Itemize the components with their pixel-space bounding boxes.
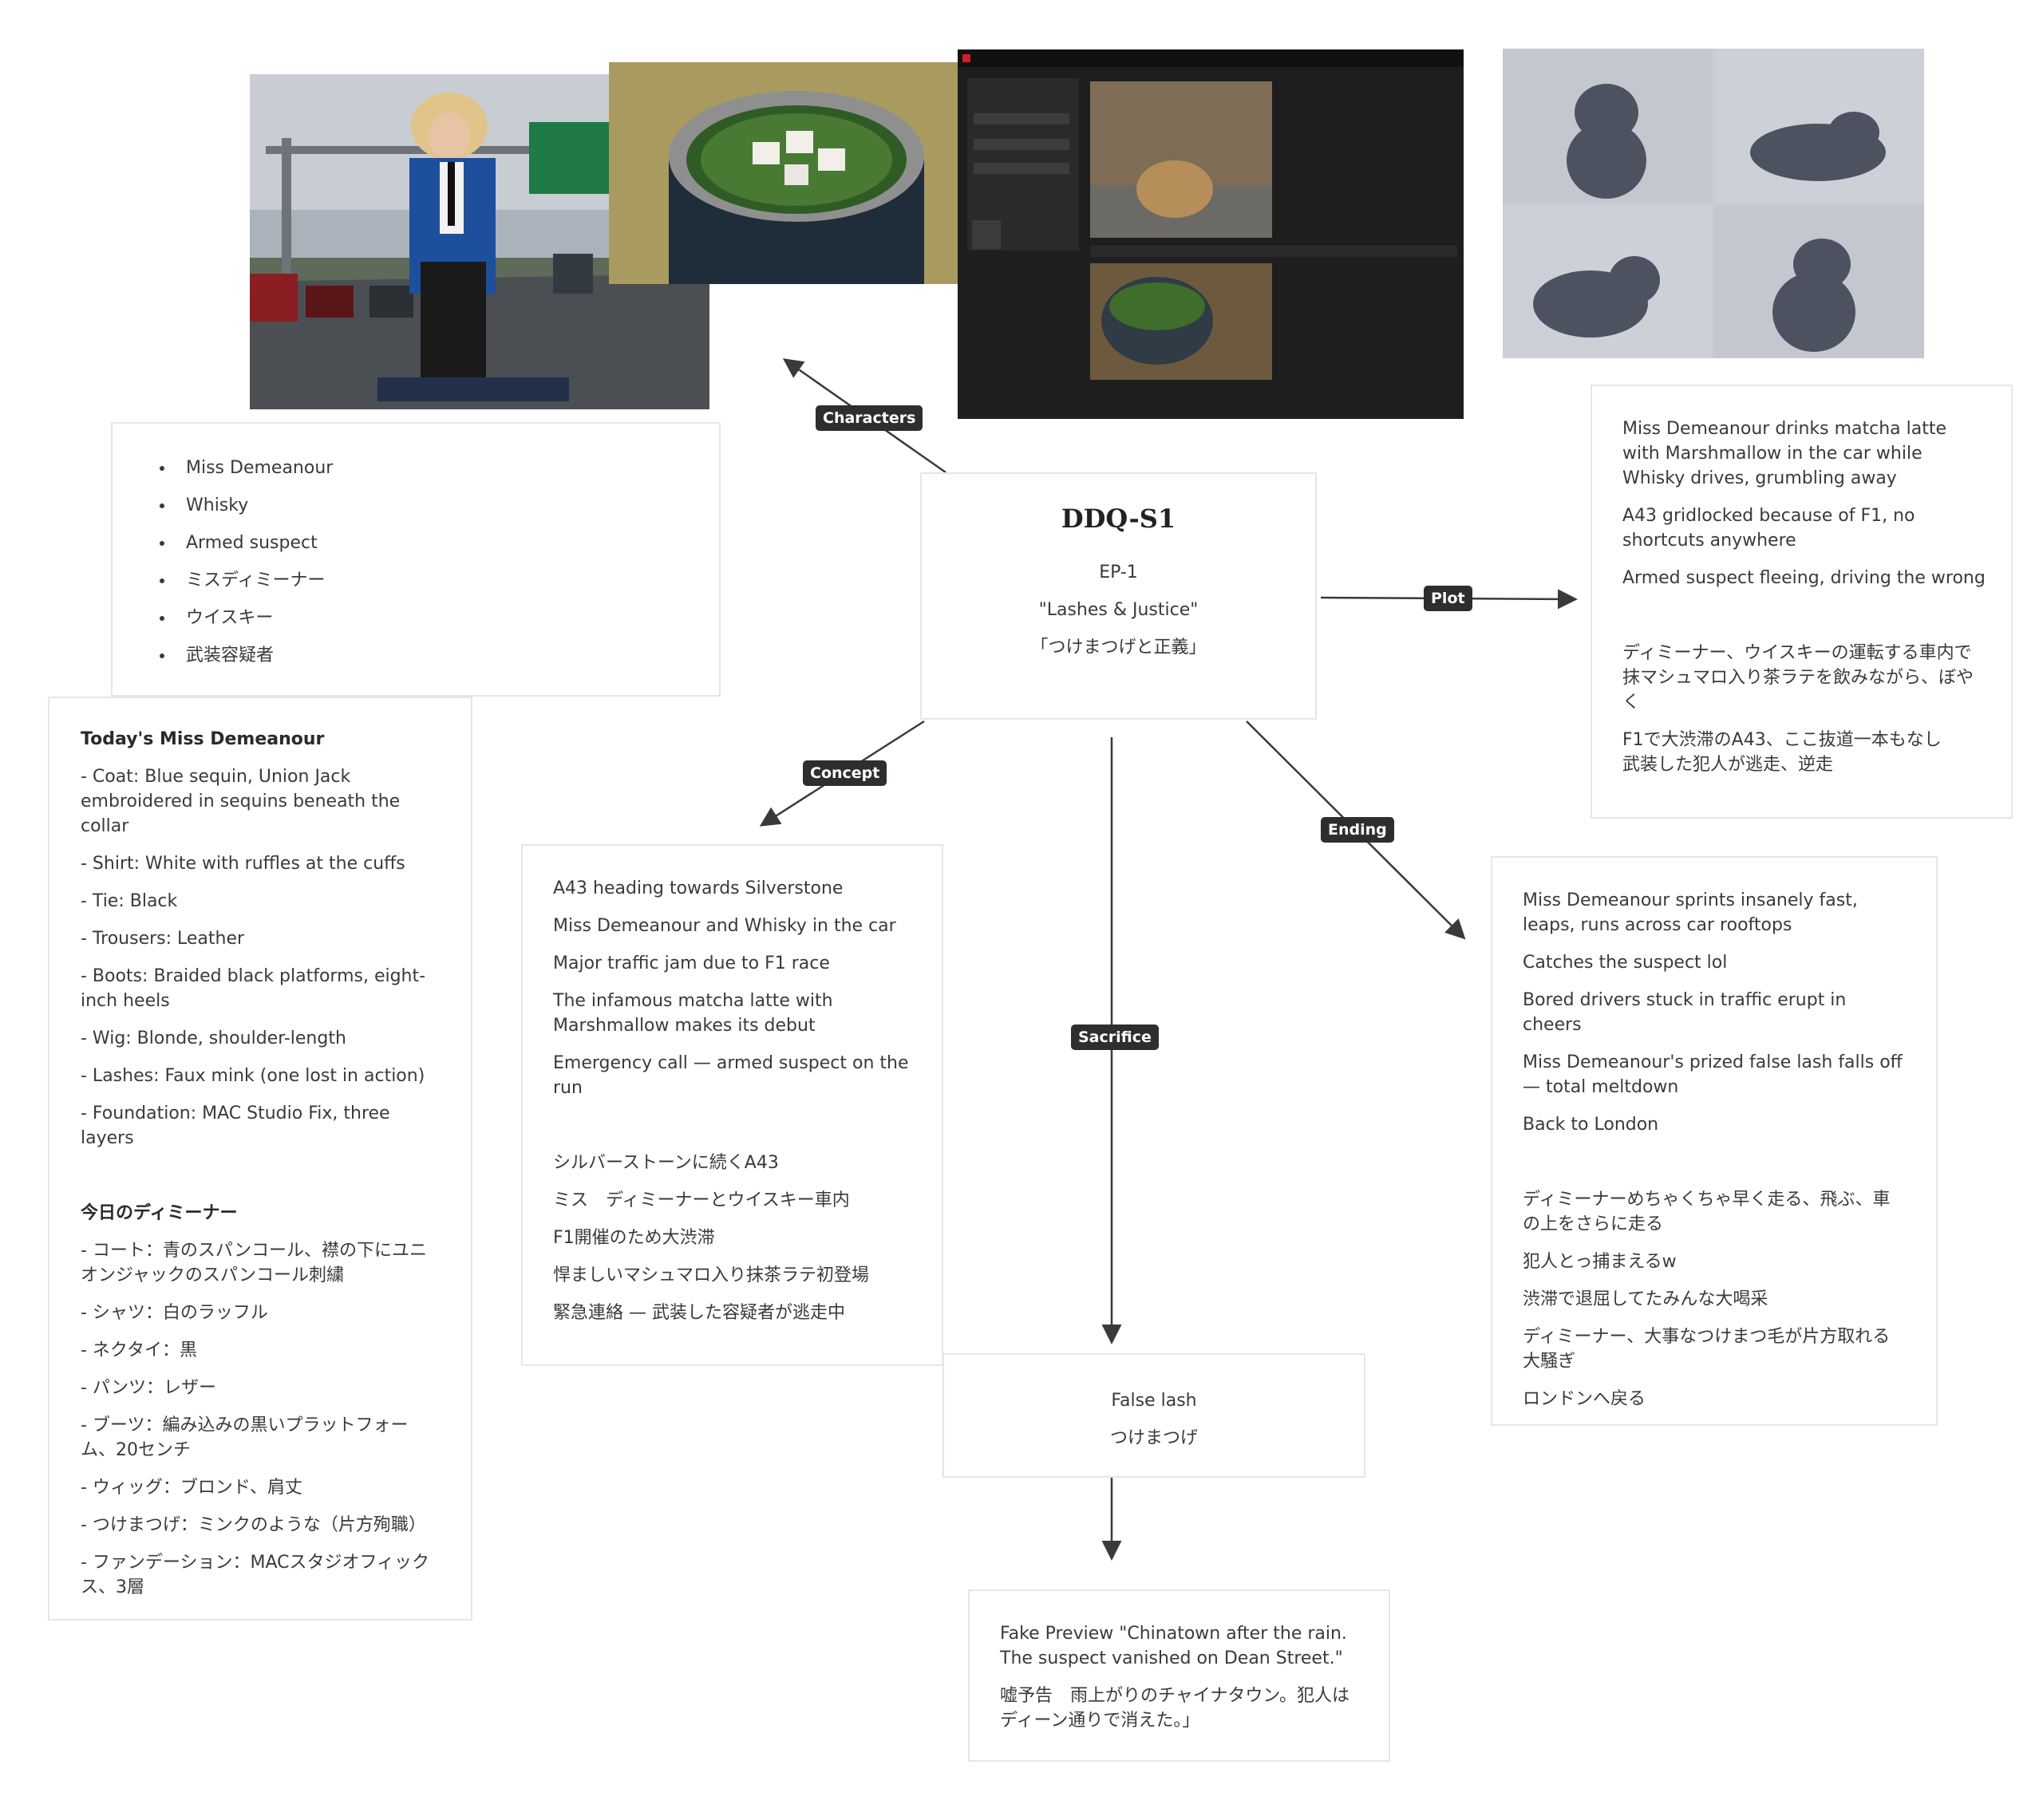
plot-line: Miss Demeanour drinks matcha latte with … (1622, 419, 1947, 488)
outfit-line: - Boots: Braided black platforms, eight-… (81, 966, 426, 1011)
sacrifice-node[interactable]: False lash つけまつげ (942, 1353, 1365, 1478)
plot-line: A43 gridlocked because of F1, no shortcu… (1622, 506, 1915, 551)
ending-line: Back to London (1523, 1115, 1659, 1135)
ending-line: Catches the suspect lol (1523, 953, 1728, 973)
cats-photo[interactable] (1503, 49, 1924, 358)
episode-label: EP-1 (1099, 563, 1138, 582)
concept-line: Major traffic jam due to F1 race (553, 953, 830, 973)
preview-line-jp: 嘘予告 雨上がりのチャイナタウン。犯人はディーン通りで消えた。」 (1000, 1686, 1350, 1731)
list-item: Armed suspect (175, 524, 719, 562)
outfit-line: - パンツ：レザー (81, 1378, 217, 1398)
outfit-line: - ファンデーション：MACスタジオフィックス、3層 (81, 1553, 430, 1597)
concept-line: 悍ましいマシュマロ入り抹茶ラテ初登場 (553, 1265, 870, 1285)
sacrifice-line-jp: つけまつげ (1109, 1428, 1198, 1448)
concept-node[interactable]: A43 heading towards Silverstone Miss Dem… (521, 844, 943, 1366)
grey-cats-image (1503, 49, 1924, 358)
edge-label-characters[interactable]: Characters (816, 405, 923, 431)
outfit-line: - Trousers: Leather (81, 929, 245, 949)
image-generator-app-image (958, 49, 1464, 419)
list-item: 武装容疑者 (175, 637, 719, 674)
central-node-title: DDQ-S1 (1061, 503, 1176, 534)
edge-label-plot[interactable]: Plot (1424, 586, 1472, 611)
outfit-line: - Coat: Blue sequin, Union Jack embroide… (81, 767, 401, 836)
outfit-line: - シャツ：白のラッフル (81, 1303, 268, 1323)
edge-label-concept[interactable]: Concept (803, 760, 887, 786)
concept-line: シルバーストーンに続くA43 (553, 1153, 779, 1173)
ending-line: Miss Demeanour's prized false lash falls… (1523, 1052, 1903, 1097)
outfit-title-en: Today's Miss Demeanour (81, 729, 325, 749)
generator-screenshot[interactable] (958, 49, 1464, 419)
list-item: Whisky (175, 487, 719, 524)
concept-line: The infamous matcha latte with Marshmall… (553, 991, 833, 1036)
outfit-line: - Lashes: Faux mink (one lost in action) (81, 1066, 425, 1086)
outfit-line: - Tie: Black (81, 891, 178, 911)
ending-line: 渋滞で退屈してたみんな大喝采 (1523, 1289, 1768, 1309)
outfit-line: - つけまつげ：ミンクのような（片方殉職） (81, 1515, 426, 1535)
characters-node[interactable]: Miss Demeanour Whisky Armed suspect ミスディ… (111, 422, 721, 697)
list-item: Miss Demeanour (175, 449, 719, 487)
outfit-line: - ウィッグ：ブロンド、肩丈 (81, 1478, 303, 1498)
ending-node[interactable]: Miss Demeanour sprints insanely fast, le… (1491, 856, 1938, 1426)
ending-line: ディミーナーめちゃくちゃ早く走る、飛ぶ、車の上をさらに走る (1523, 1190, 1891, 1234)
outfit-line: - Shirt: White with ruffles at the cuffs (81, 854, 405, 874)
preview-node[interactable]: Fake Preview "Chinatown after the rain. … (968, 1589, 1390, 1762)
plot-line: ディミーナー、ウイスキーの運転する車内で抹マシュマロ入り茶ラテを飲みながら、ぼや… (1622, 643, 1974, 713)
episode-title-en: "Lashes & Justice" (1038, 600, 1199, 620)
outfit-line: - ネクタイ：黒 (81, 1340, 198, 1360)
ending-line: ディミーナー、大事なつけまつ毛が片方取れる大騒ぎ (1523, 1327, 1891, 1372)
matcha-latte-image (609, 62, 962, 284)
ending-line: 犯人とっ捕まえるw (1523, 1252, 1677, 1272)
concept-line: A43 heading towards Silverstone (553, 878, 844, 898)
outfit-title-jp: 今日のディミーナー (81, 1203, 238, 1223)
edge-label-ending[interactable]: Ending (1321, 817, 1394, 843)
outfit-line: - Wig: Blonde, shoulder-length (81, 1028, 346, 1048)
concept-line: Miss Demeanour and Whisky in the car (553, 916, 896, 936)
preview-line-en: Fake Preview "Chinatown after the rain. … (1000, 1624, 1347, 1668)
ending-line: ロンドンへ戻る (1523, 1389, 1646, 1409)
list-item: ウイスキー (175, 599, 719, 637)
concept-line: 緊急連絡 — 武装した容疑者が逃走中 (553, 1303, 845, 1323)
matcha-photo[interactable] (609, 62, 962, 284)
plot-line: Armed suspect fleeing, driving the wrong (1622, 568, 1986, 588)
episode-title-jp: 「つけまつげと正義」 (1030, 638, 1207, 657)
characters-list: Miss Demeanour Whisky Armed suspect ミスディ… (113, 449, 719, 674)
concept-line: ミス ディミーナーとウイスキー車内 (553, 1190, 850, 1210)
plot-line: F1で大渋滞のA43、ここ抜道一本もなし 武装した犯人が逃走、逆走 (1622, 730, 1942, 775)
ending-line: Bored drivers stuck in traffic erupt in … (1523, 990, 1847, 1035)
concept-line: F1開催のため大渋滞 (553, 1228, 715, 1248)
edge-label-sacrifice[interactable]: Sacrifice (1071, 1024, 1159, 1050)
outfit-line: - Foundation: MAC Studio Fix, three laye… (81, 1103, 390, 1148)
outfit-line: - コート：青のスパンコール、襟の下にユニオンジャックのスパンコール刺繍 (81, 1241, 428, 1285)
plot-node[interactable]: Miss Demeanour drinks matcha latte with … (1591, 385, 2013, 819)
concept-line: Emergency call — armed suspect on the ru… (553, 1053, 909, 1098)
sacrifice-line-en: False lash (1111, 1391, 1197, 1411)
ending-line: Miss Demeanour sprints insanely fast, le… (1523, 890, 1858, 935)
list-item: ミスディミーナー (175, 562, 719, 599)
outfit-node[interactable]: Today's Miss Demeanour - Coat: Blue sequ… (48, 697, 472, 1621)
central-node[interactable]: DDQ-S1 EP-1 "Lashes & Justice" 「つけまつげと正義… (920, 472, 1317, 720)
outfit-line: - ブーツ：編み込みの黒いプラットフォーム、20センチ (81, 1415, 409, 1460)
